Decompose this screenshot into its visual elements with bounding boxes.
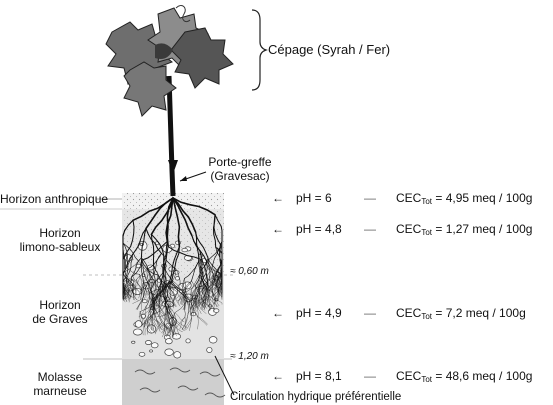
ph-value: pH = 6 <box>296 191 364 205</box>
cec-value: = 4,95 meq / 100g <box>432 191 532 205</box>
horizon-limono-label: Horizon limono-sableux <box>12 226 108 254</box>
horizon-anthropique-label: Horizon anthropique <box>0 192 108 206</box>
gravel-stone <box>150 350 153 352</box>
measurement-row: ←pH = 4,9—CECTot = 7,2 meq / 100g <box>272 306 526 324</box>
dash-separator: — <box>364 191 396 205</box>
cec-value: = 1,27 meq / 100g <box>432 222 532 236</box>
gravel-stone <box>214 309 219 313</box>
dash-separator: — <box>364 222 396 236</box>
molasse-line1: Molasse <box>12 370 108 384</box>
cec-subscript: Tot <box>421 228 432 237</box>
horizon-graves-label: Horizon de Graves <box>12 298 108 326</box>
cec-prefix: CEC <box>396 369 421 383</box>
measurement-row: ←pH = 6—CECTot = 4,95 meq / 100g <box>272 191 532 209</box>
gravel-stone <box>183 282 191 289</box>
vine-trunk <box>169 76 173 196</box>
gravel-stone <box>174 352 181 359</box>
gravel-stone <box>133 329 142 335</box>
horizon-limono-line2: limono-sableux <box>12 240 108 254</box>
horizon-graves-line2: de Graves <box>12 312 108 326</box>
cec-subscript: Tot <box>421 375 432 384</box>
left-arrow-icon: ← <box>272 306 296 320</box>
gravel-stone <box>151 343 158 348</box>
depth-120-label: ≈ 1,20 m <box>230 350 269 364</box>
gravel-stone <box>165 349 174 356</box>
gravel-stone <box>142 300 147 303</box>
horizon-limono-line1: Horizon <box>12 226 108 240</box>
left-arrow-icon: ← <box>272 191 296 205</box>
dash-separator: — <box>364 306 396 320</box>
cec-value: = 48,6 meq / 100g <box>432 369 532 383</box>
cec-value: = 7,2 meq / 100g <box>432 306 526 320</box>
gravel-stone <box>175 277 179 281</box>
cec-subscript: Tot <box>421 197 432 206</box>
rootstock-label: Porte-greffe (Gravesac) <box>205 155 275 183</box>
measurement-row: ←pH = 4,8—CECTot = 1,27 meq / 100g <box>272 222 532 240</box>
gravel-stone <box>139 352 145 356</box>
measurement-row: ←pH = 8,1—CECTot = 48,6 meq / 100g <box>272 369 532 387</box>
circulation-label: Circulation hydrique préférentielle <box>230 390 401 404</box>
rootstock-label-line1: Porte-greffe <box>205 155 275 169</box>
ph-value: pH = 4,9 <box>296 306 364 320</box>
cepage-label: Cépage (Syrah / Fer) <box>268 43 390 57</box>
ph-value: pH = 8,1 <box>296 369 364 383</box>
cepage-bracket <box>252 10 266 90</box>
gravel-stone <box>145 340 151 344</box>
dash-separator: — <box>364 369 396 383</box>
molasse-label: Molasse marneuse <box>12 370 108 398</box>
cec-prefix: CEC <box>396 306 421 320</box>
cec-subscript: Tot <box>421 312 432 321</box>
rootstock-label-line2: (Gravesac) <box>205 169 275 183</box>
horizon-graves-line1: Horizon <box>12 298 108 312</box>
gravel-stone <box>182 248 188 252</box>
left-arrow-icon: ← <box>272 222 296 236</box>
gravel-stone <box>186 339 190 343</box>
left-arrow-icon: ← <box>272 369 296 383</box>
gravel-stone <box>209 336 217 343</box>
gravel-stone <box>131 341 135 343</box>
molasse-line2: marneuse <box>12 384 108 398</box>
marl-layer <box>122 359 224 405</box>
cec-prefix: CEC <box>396 191 421 205</box>
gravel-stone <box>207 347 212 352</box>
depth-060-label: ≈ 0,60 m <box>230 265 269 279</box>
cec-prefix: CEC <box>396 222 421 236</box>
gravel-stone <box>166 339 173 344</box>
ph-value: pH = 4,8 <box>296 222 364 236</box>
